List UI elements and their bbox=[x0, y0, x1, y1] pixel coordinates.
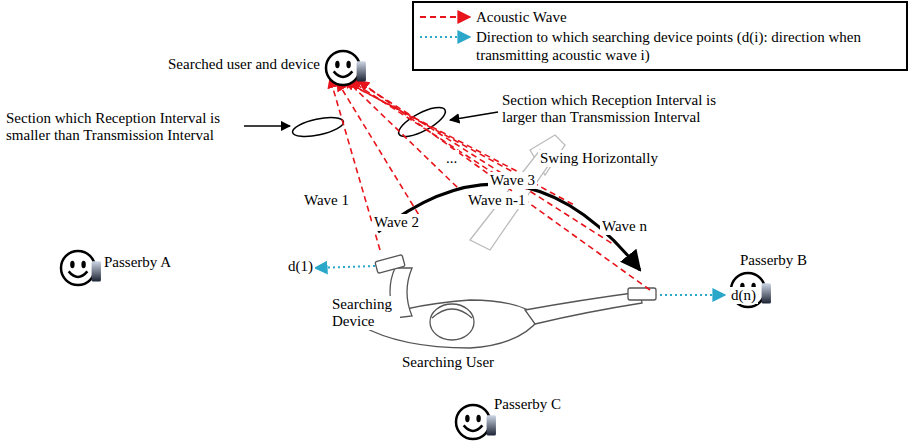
diagram-label: Searching Device bbox=[330, 296, 400, 330]
diagram-label: Wave n bbox=[600, 218, 649, 235]
legend-sample-acoustic bbox=[420, 16, 470, 18]
direction-arrow bbox=[315, 266, 375, 268]
legend-text: Direction to which searching device poin… bbox=[476, 28, 896, 64]
leader-arrow bbox=[450, 112, 498, 120]
diagram-label: Passerby C bbox=[492, 396, 563, 413]
direction-arrow bbox=[660, 294, 725, 296]
diagram-label: Section which Reception Interval is larg… bbox=[500, 92, 740, 126]
diagram-label: Wave 3 bbox=[488, 172, 537, 189]
diagram-label: Section which Reception Interval is smal… bbox=[4, 110, 244, 144]
diagram-label: Wave n-1 bbox=[466, 192, 528, 209]
diagram-label: Searching User bbox=[400, 354, 496, 371]
diagram-label: d(1) bbox=[286, 258, 315, 275]
legend-sample-direction bbox=[420, 36, 470, 38]
section-ellipse bbox=[291, 114, 345, 140]
person-icon bbox=[61, 251, 101, 285]
acoustic-wave bbox=[351, 81, 496, 175]
diagram-label: Searched user and device bbox=[166, 56, 322, 73]
diagram-label: Wave 1 bbox=[302, 192, 351, 209]
diagram-label: Passerby B bbox=[738, 252, 809, 269]
person-icon bbox=[456, 405, 496, 439]
legend-frame bbox=[413, 2, 907, 70]
person-icon bbox=[326, 51, 366, 85]
legend-text: Acoustic Wave bbox=[476, 8, 896, 26]
diagram-label: ... bbox=[444, 150, 459, 167]
diagram-label: d(n) bbox=[729, 287, 758, 304]
leader-arrow bbox=[240, 125, 290, 127]
diagram-label: Wave 2 bbox=[372, 214, 421, 231]
diagram-label: Passerby A bbox=[102, 254, 173, 271]
diagram-label: Swing Horizontally bbox=[538, 150, 660, 167]
